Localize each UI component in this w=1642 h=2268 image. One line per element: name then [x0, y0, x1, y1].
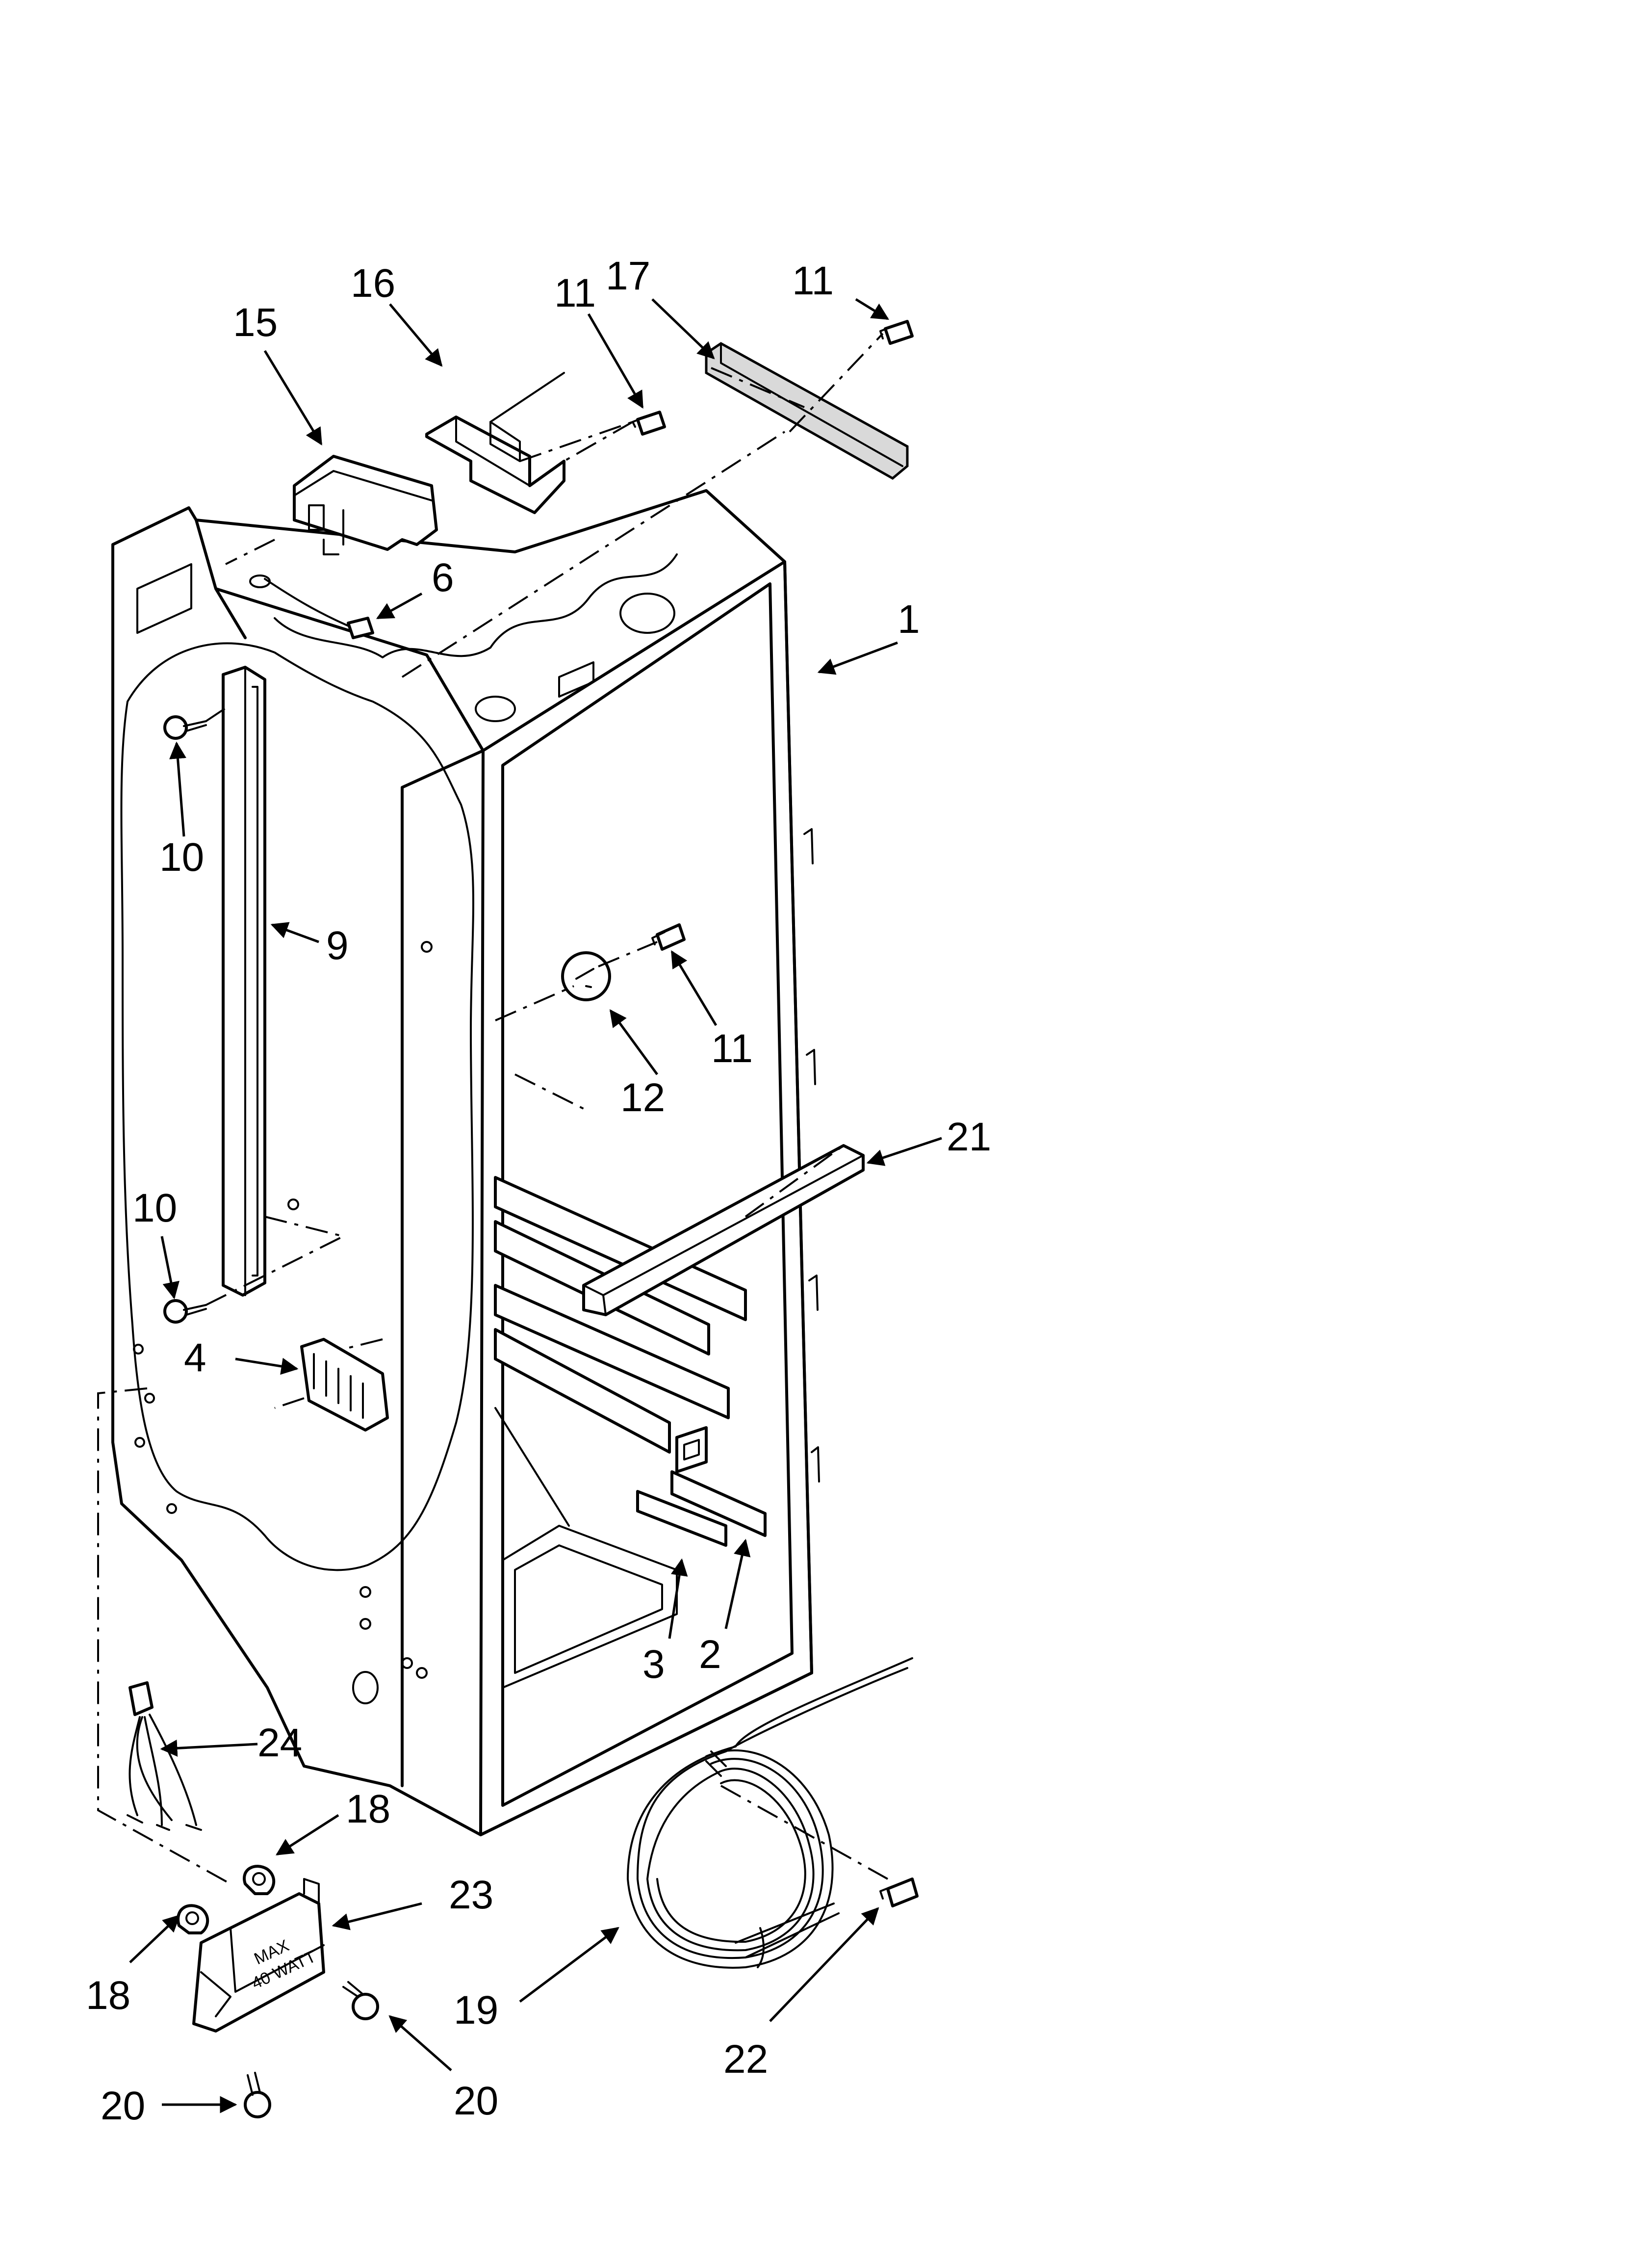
callout-16: 16 [351, 261, 395, 306]
callout-22: 22 [723, 2037, 768, 2082]
vent-grille-part-4 [300, 1338, 389, 1432]
callout-4: 4 [184, 1335, 206, 1380]
socket-harness-part-24 [127, 1681, 202, 1831]
callout-2: 2 [699, 1632, 721, 1677]
callout-6: 6 [432, 555, 454, 600]
callout-9: 9 [326, 923, 349, 968]
screw-part-11-top [632, 411, 666, 436]
callout-10-upper: 10 [159, 835, 204, 880]
callout-18-upper: 18 [346, 1787, 390, 1831]
vertical-rail-part-9 [222, 666, 266, 1297]
callout-18-lower: 18 [86, 1973, 130, 2018]
control-housing-part-15 [293, 455, 438, 555]
callout-11-top: 11 [554, 271, 596, 315]
callout-20-right: 20 [454, 2079, 498, 2123]
callout-15: 15 [233, 300, 278, 345]
callout-21: 21 [947, 1115, 991, 1159]
callout-3: 3 [642, 1642, 665, 1687]
callout-11-middle: 11 [711, 1026, 753, 1071]
callout-17: 17 [606, 254, 650, 298]
callout-23: 23 [449, 1873, 493, 1917]
tubing-coil-part-19 [627, 1657, 913, 1969]
callout-1: 1 [898, 597, 920, 642]
callout-leaders [129, 298, 942, 2113]
screw-part-10-lower [163, 1299, 207, 1324]
wire-harness-part-6 [249, 574, 374, 639]
callout-10-lower: 10 [132, 1186, 177, 1230]
screw-part-11-middle [651, 923, 686, 951]
screw-part-11-right [879, 320, 914, 345]
clip-part-18-upper [243, 1865, 276, 1895]
lamp-socket-part-23: MAX 40 WATT [192, 1878, 325, 2033]
screw-part-22 [879, 1877, 919, 1907]
callout-20-lower: 20 [101, 2084, 145, 2128]
callout-labels: 1 2 3 4 6 9 10 10 11 11 11 12 15 16 17 1… [86, 254, 991, 2128]
callout-12: 12 [620, 1075, 665, 1120]
plug-part-20-lower [244, 2072, 271, 2118]
bracket-part-16 [425, 372, 565, 514]
clip-part-18-lower [177, 1904, 209, 1934]
round-fitting-part-12 [561, 951, 611, 1001]
callout-24: 24 [257, 1721, 302, 1765]
shelf-strip-part-21 [514, 1073, 865, 1316]
plug-part-20-right [342, 1981, 379, 2020]
callout-11-right: 11 [792, 259, 834, 303]
callout-19: 19 [454, 1988, 498, 2033]
trim-rail-part-17 [705, 342, 909, 480]
screw-part-10-upper [163, 715, 207, 740]
